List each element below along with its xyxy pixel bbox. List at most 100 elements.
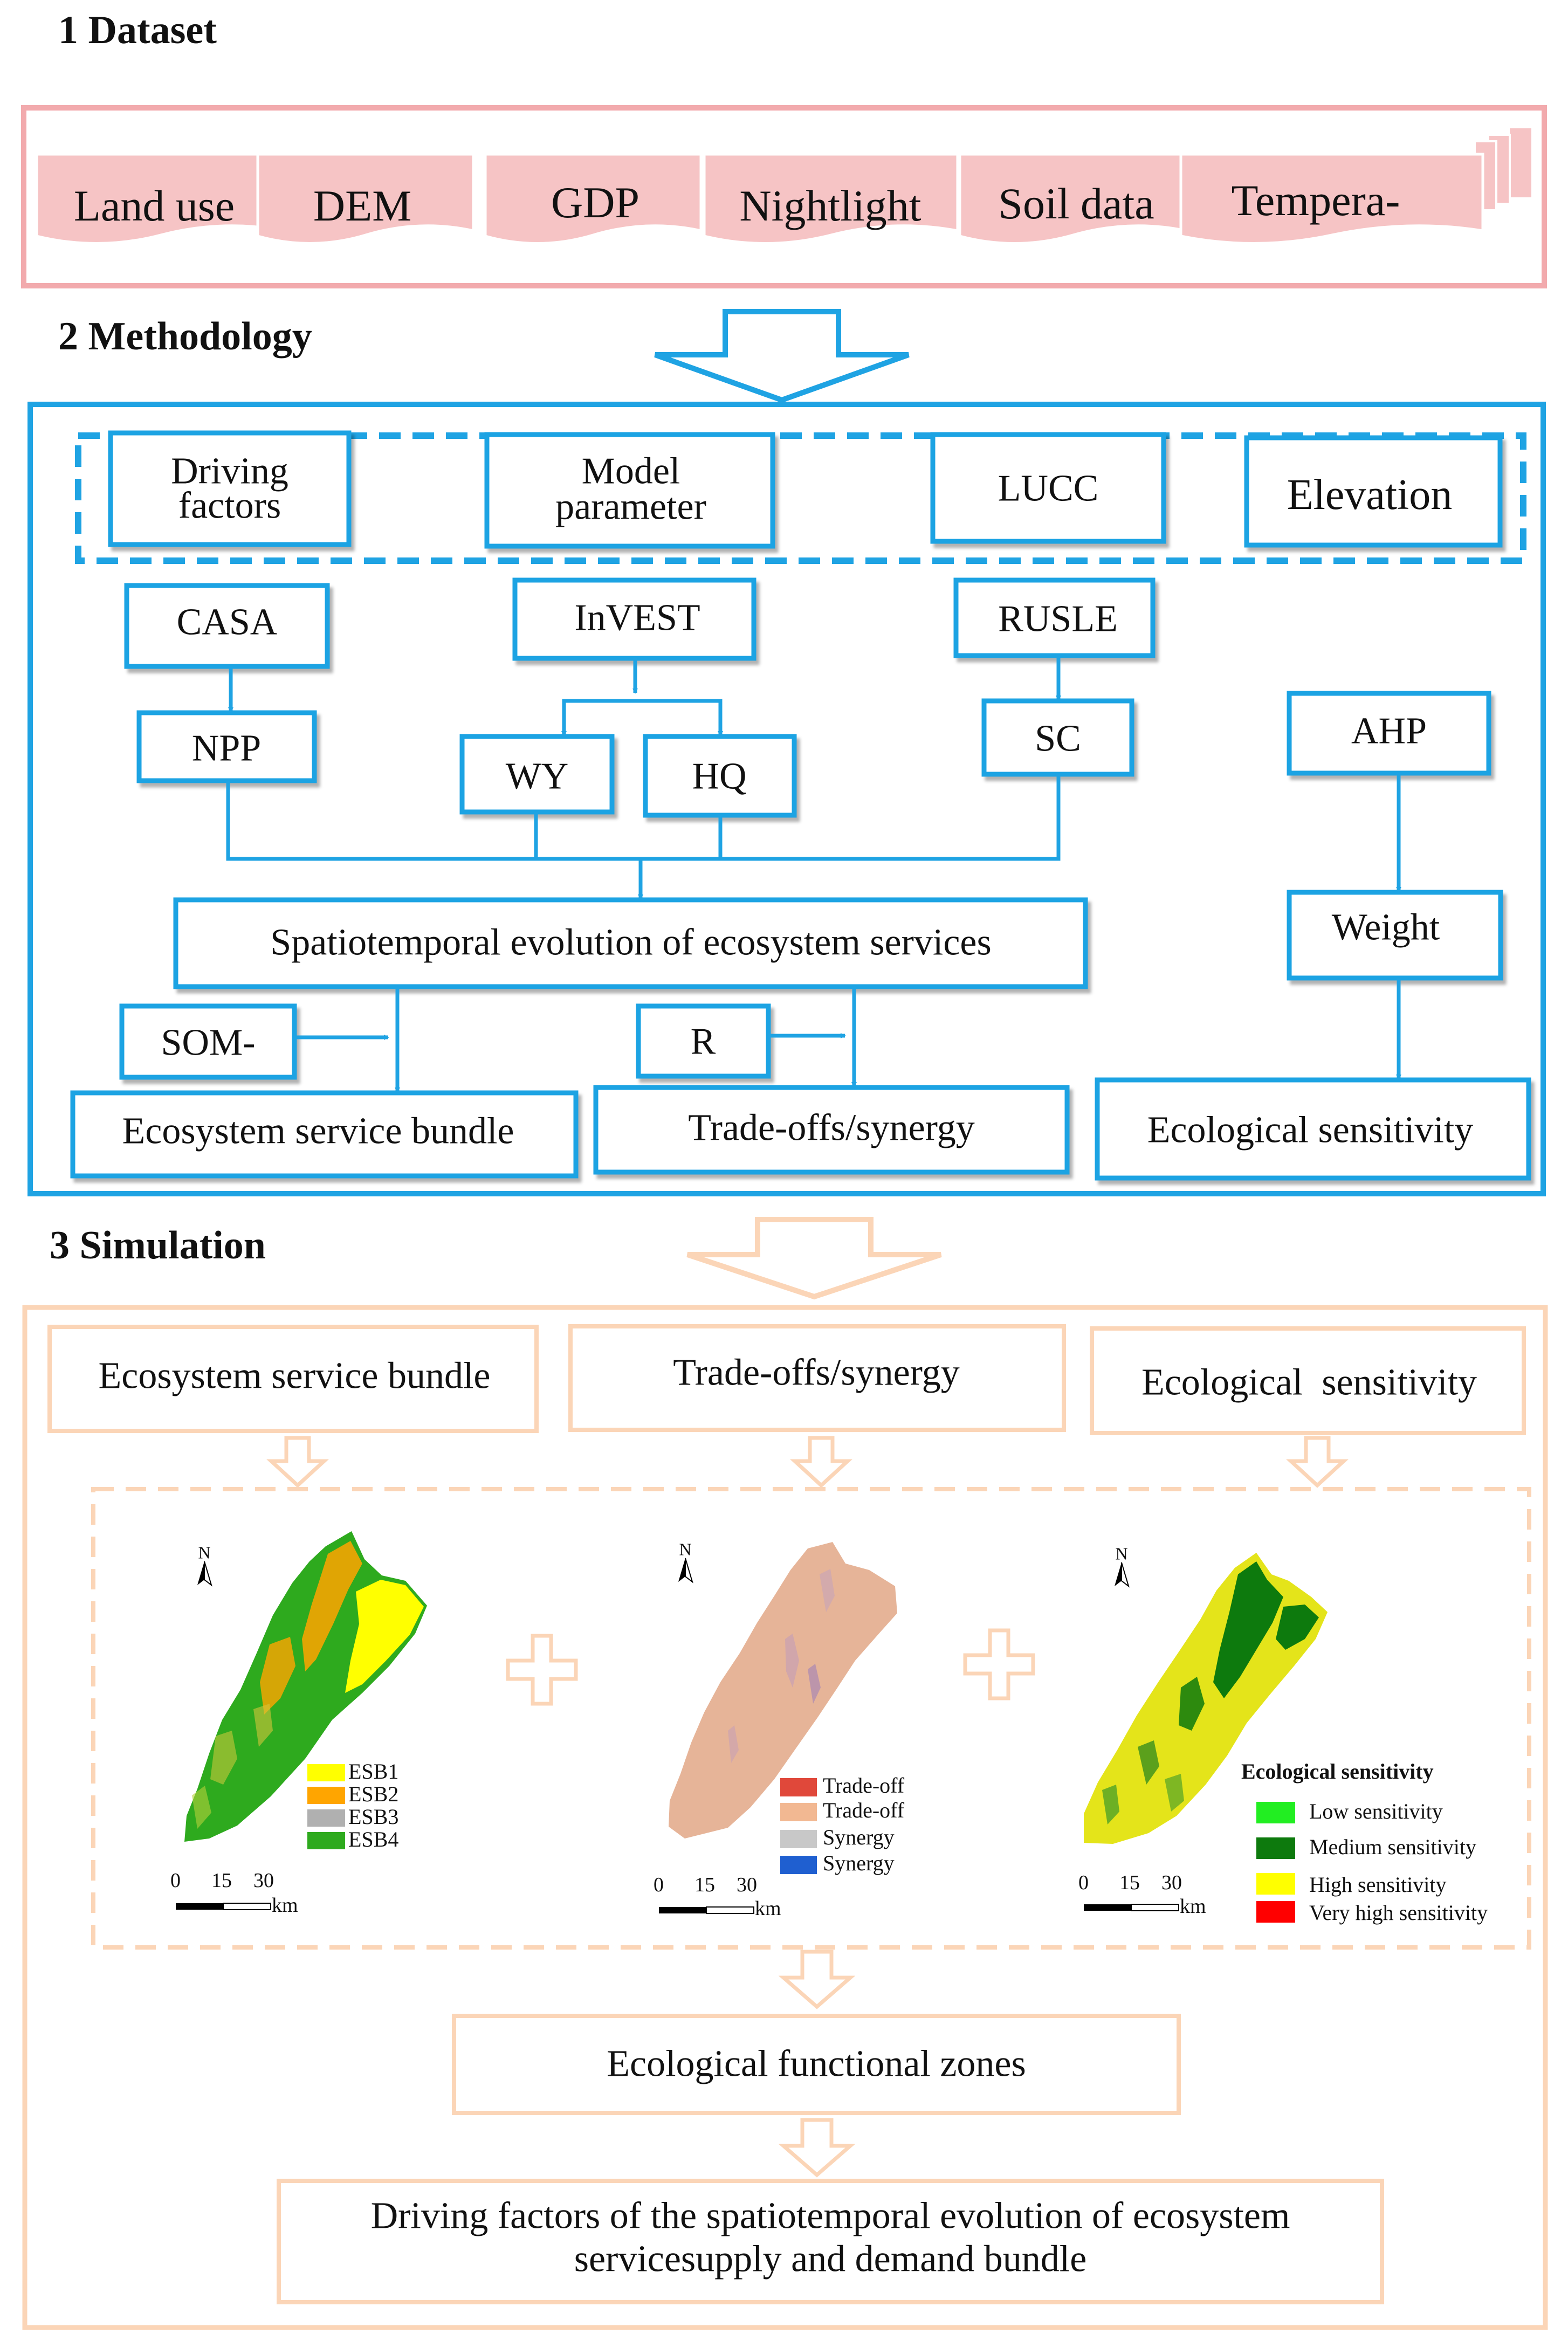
rusle-label: RUSLE (998, 598, 1118, 640)
box-casa (124, 583, 330, 669)
legend-swatch (780, 1803, 817, 1821)
legend3-title: Ecological sensitivity (1241, 1759, 1434, 1784)
dataset-label-temperature: Tempera- (1231, 175, 1400, 225)
dataset-item-shape (484, 153, 703, 245)
heading-methodology: 2 Methodology (58, 314, 312, 359)
model-parameter-line1: Model (581, 450, 680, 492)
wy-label: WY (505, 755, 569, 797)
sim-box-sensitivity (1090, 1326, 1526, 1435)
npp-label: NPP (191, 727, 262, 769)
legend-swatch (307, 1764, 345, 1781)
legend3-low: Low sensitivity (1309, 1799, 1443, 1823)
north-label-2: N (679, 1539, 692, 1559)
simulation-frame (22, 1305, 1548, 2330)
scale3-zero: 0 (1078, 1871, 1089, 1894)
legend3-high: High sensitivity (1309, 1872, 1447, 1897)
dataset-label-gdp: GDP (551, 177, 640, 227)
maps-dashed-group (91, 1487, 1531, 1950)
scale1-end: 30 (253, 1869, 274, 1892)
dataset-item-shape (1179, 153, 1484, 245)
legend-swatch (307, 1787, 345, 1804)
dataset-item-shape (958, 153, 1188, 245)
dataset-section (21, 105, 1547, 288)
box-som (119, 1003, 297, 1080)
north-label-1: N (198, 1543, 211, 1562)
box-functional-zones (452, 2014, 1181, 2115)
scale-bar-1 (176, 1903, 271, 1910)
legend3-medium: Medium sensitivity (1309, 1835, 1476, 1859)
scale1-unit: km (272, 1894, 298, 1917)
scale1-zero: 0 (170, 1869, 181, 1892)
invest-label: InVEST (574, 597, 700, 639)
legend-swatch (307, 1809, 345, 1827)
legend2-item3: Synergy (823, 1825, 895, 1849)
plus-sign-2 (963, 1628, 1035, 1700)
box-bundle (70, 1090, 579, 1179)
heading-simulation: 3 Simulation (50, 1223, 266, 1268)
north-arrow-3 (1115, 1562, 1130, 1588)
model-parameter-line2: parameter (555, 486, 706, 528)
north-label-3: N (1115, 1544, 1128, 1564)
simulation-section (22, 1305, 1548, 2330)
lucc-label: LUCC (998, 467, 1099, 509)
north-arrow-2 (678, 1558, 693, 1583)
box-evolution (173, 897, 1088, 989)
sim-head-tradeoff: Trade-offs/synergy (673, 1352, 960, 1394)
sim-box-tradeoff (568, 1324, 1066, 1432)
dataset-page-stack (1510, 128, 1531, 197)
services-merge (226, 774, 1061, 861)
driving-factors-line1: Driving (171, 450, 288, 492)
scale2-unit: km (755, 1897, 781, 1920)
driving-factors-line2: factors (178, 485, 281, 527)
legend-swatch (1256, 1901, 1295, 1923)
sim-head-sensitivity: Ecological sensitivity (1141, 1361, 1477, 1403)
legend-swatch (1256, 1802, 1295, 1823)
map-ecosystem-bundles (184, 1531, 427, 1842)
dataset-label-soil-data: Soil data (998, 178, 1154, 228)
box-ahp (1287, 691, 1491, 776)
sim-head-bundle: Ecosystem service bundle (98, 1355, 491, 1397)
legend-swatch (780, 1830, 817, 1848)
som-label: SOM- (161, 1022, 256, 1064)
legend-swatch (1256, 1837, 1295, 1859)
box-wy (459, 734, 615, 815)
box-invest (512, 577, 757, 661)
heading-dataset: 1 Dataset (58, 8, 217, 52)
dataset-label-land-use: Land use (73, 181, 235, 230)
box-lucc (930, 432, 1166, 544)
scale3-mid: 15 (1119, 1871, 1140, 1894)
drivers-label-line2: servicesupply and demand bundle (574, 2238, 1087, 2280)
box-elevation (1244, 435, 1503, 548)
scale1-mid: 15 (211, 1869, 232, 1892)
legend-swatch (780, 1778, 817, 1796)
weight-label: Weight (1331, 906, 1440, 948)
sc-label: SC (1035, 718, 1081, 760)
legend1-esb3: ESB3 (348, 1805, 399, 1829)
north-arrow-1 (197, 1561, 212, 1587)
scale2-end: 30 (737, 1874, 757, 1896)
scale3-end: 30 (1161, 1871, 1182, 1894)
box-rusle (953, 577, 1156, 658)
legend3-very-high: Very high sensitivity (1309, 1901, 1488, 1925)
dataset-label-dem: DEM (313, 181, 412, 230)
methodology-to-simulation-arrow (686, 1217, 942, 1300)
legend-swatch (1256, 1873, 1295, 1895)
elevation-label: Elevation (1287, 471, 1453, 519)
methodology-frame (27, 402, 1546, 1196)
box-model-parameter (484, 432, 775, 549)
casa-label: CASA (176, 601, 278, 643)
legend2-item2: Trade-off (823, 1798, 905, 1822)
plus-sign-1 (506, 1634, 578, 1706)
legend1-esb2: ESB2 (348, 1782, 399, 1806)
scale2-mid: 15 (694, 1874, 715, 1896)
legend-swatch (307, 1832, 345, 1849)
sensitivity-label: Ecological sensitivity (1147, 1109, 1474, 1151)
dataset-to-methodology-arrow (654, 309, 910, 403)
sim-box-bundle (47, 1325, 539, 1433)
methodology-section (27, 402, 1546, 1196)
box-weight (1287, 890, 1503, 981)
legend2-item1: Trade-off (823, 1773, 905, 1798)
bundle-label: Ecosystem service bundle (122, 1110, 514, 1152)
legend1-esb1: ESB1 (348, 1759, 399, 1784)
box-r (636, 1003, 771, 1079)
